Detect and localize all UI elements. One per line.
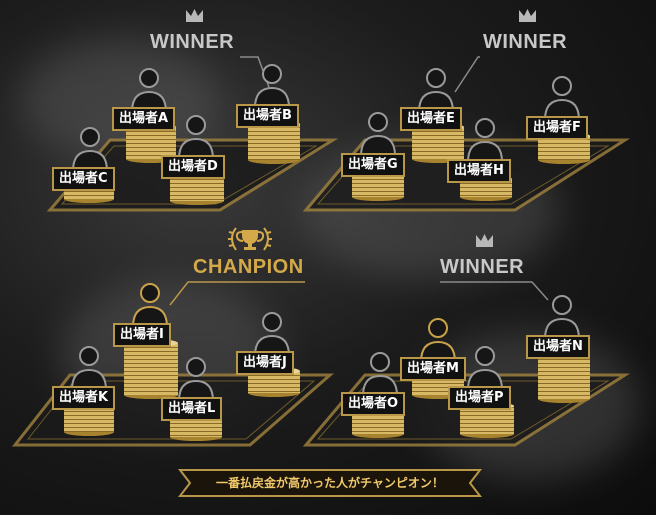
callout-line-winner-2 — [455, 57, 480, 92]
player-g-label: 出場者G — [341, 153, 405, 177]
person-icon — [255, 313, 289, 356]
player-l-label: 出場者L — [161, 397, 222, 421]
winner-label-1: WINNER — [150, 31, 234, 54]
player-n-label: 出場者N — [526, 335, 590, 359]
player-i-label: 出場者I — [113, 323, 171, 347]
person-icon — [545, 296, 579, 339]
crown-icon — [519, 9, 536, 22]
person-icon — [72, 347, 106, 390]
person-icon — [468, 347, 502, 390]
person-icon — [255, 65, 289, 108]
player-m-label: 出場者M — [400, 357, 466, 381]
player-b-label: 出場者B — [236, 104, 299, 128]
champion-label: CHANPION — [193, 256, 304, 279]
coin-stack-icon — [124, 339, 178, 399]
player-d-label: 出場者D — [161, 155, 225, 179]
player-p-label: 出場者P — [448, 386, 511, 410]
person-icon — [133, 284, 167, 327]
callout-line-winner-3 — [440, 282, 548, 300]
callout-line-champion — [170, 282, 305, 305]
player-f-label: 出場者F — [526, 116, 588, 140]
player-o-label: 出場者O — [341, 392, 405, 416]
trophy-icon — [237, 230, 263, 250]
person-icon — [132, 69, 166, 112]
person-icon — [545, 77, 579, 120]
player-e-label: 出場者E — [400, 107, 462, 131]
person-icon — [419, 69, 453, 112]
winner-label-3: WINNER — [440, 256, 524, 279]
banner-text: 一番払戻金が高かった人がチャンピオン！ — [180, 470, 480, 496]
winner-label-2: WINNER — [483, 31, 567, 54]
person-icon — [179, 116, 213, 159]
person-icon — [421, 319, 455, 362]
player-h-label: 出場者H — [447, 159, 511, 183]
player-k-label: 出場者K — [52, 386, 115, 410]
person-icon — [361, 113, 395, 156]
crown-icon — [186, 9, 203, 22]
crown-icon — [476, 234, 493, 247]
player-a-label: 出場者A — [112, 107, 175, 131]
player-c-label: 出場者C — [52, 167, 115, 191]
player-j-label: 出場者J — [236, 351, 294, 375]
